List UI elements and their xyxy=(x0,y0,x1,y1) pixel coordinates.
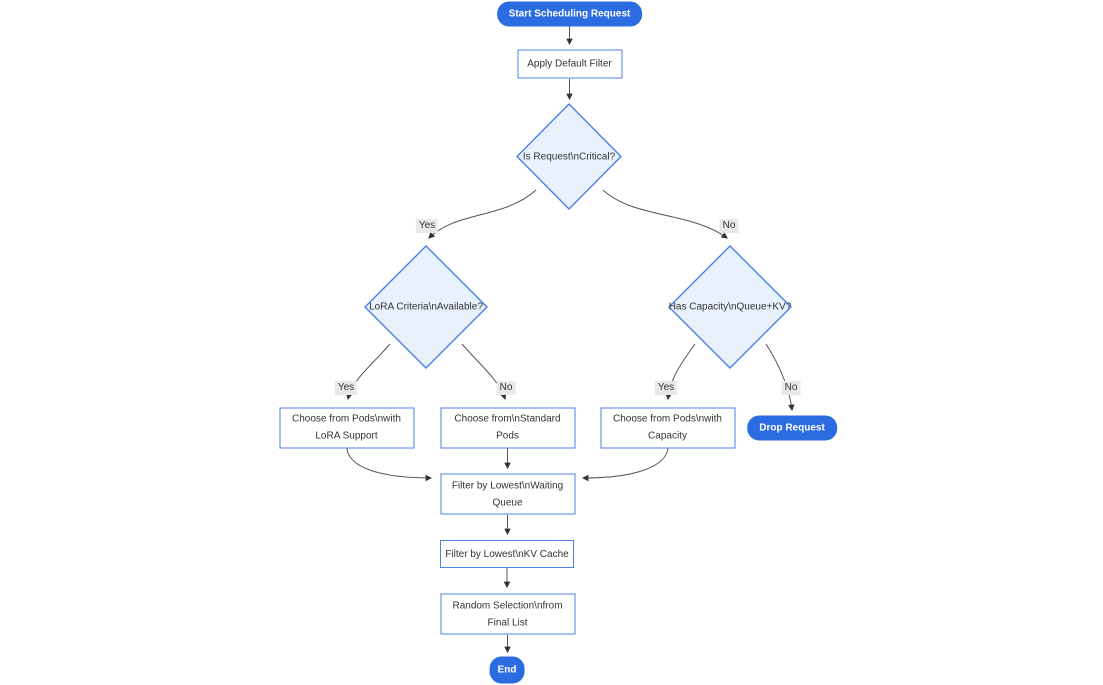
node-filter-waiting-queue-label: Filter by Lowest\nWaiting Queue xyxy=(451,480,564,508)
node-choose-capacity-pods: Choose from Pods\nwith Capacity xyxy=(600,407,735,448)
node-drop-request: Drop Request xyxy=(747,415,837,441)
node-apply-default-filter: Apply Default Filter xyxy=(517,49,622,79)
edge-lorapods-to-filterqueue xyxy=(346,447,433,482)
edge-label-lora-no: No xyxy=(496,381,516,395)
edge-label-critical-no: No xyxy=(719,219,739,233)
edge-label-capacity-yes: Yes xyxy=(654,381,678,395)
node-filter-waiting-queue: Filter by Lowest\nWaiting Queue xyxy=(440,473,575,515)
node-filter-kv-cache-label: Filter by Lowest\nKV Cache xyxy=(445,548,569,560)
edge-capacity-no xyxy=(765,343,795,412)
node-choose-standard-pods-label: Choose from\nStandard Pods xyxy=(454,413,561,442)
node-random-selection: Random Selection\nfrom Final List xyxy=(440,593,575,635)
edge-label-critical-yes: Yes xyxy=(415,219,439,233)
node-has-capacity-label: Has Capacity\nQueue+KV? xyxy=(668,301,792,313)
node-start: Start Scheduling Request xyxy=(496,1,643,27)
node-lora-criteria-label: LoRA Criteria\nAvailable? xyxy=(369,301,483,313)
edge-critical-no xyxy=(602,189,728,239)
node-drop-request-label: Drop Request xyxy=(759,422,825,434)
node-filter-kv-cache: Filter by Lowest\nKV Cache xyxy=(440,540,574,568)
node-end: End xyxy=(489,656,525,684)
node-end-label: End xyxy=(497,664,517,676)
node-choose-capacity-pods-label: Choose from Pods\nwith Capacity xyxy=(613,413,722,442)
node-choose-standard-pods: Choose from\nStandard Pods xyxy=(440,407,575,448)
node-choose-lora-pods-label: Choose from Pods\nwith LoRA Support xyxy=(292,413,401,442)
node-is-critical-label: Is Request\nCritical? xyxy=(522,151,616,162)
diamond-lora-criteria xyxy=(364,245,488,369)
edge-label-capacity-no: No xyxy=(781,381,801,395)
edge-label-lora-yes: Yes xyxy=(334,381,358,395)
node-start-label: Start Scheduling Request xyxy=(508,8,631,20)
diamond-has-capacity xyxy=(668,245,792,369)
node-choose-lora-pods: Choose from Pods\nwith LoRA Support xyxy=(279,407,414,448)
node-apply-default-filter-label: Apply Default Filter xyxy=(527,58,612,70)
diamond-is-critical xyxy=(516,103,622,210)
edge-capacitypods-to-filterqueue xyxy=(581,447,669,482)
node-random-selection-label: Random Selection\nfrom Final List xyxy=(452,600,563,628)
edge-critical-yes xyxy=(428,189,537,239)
